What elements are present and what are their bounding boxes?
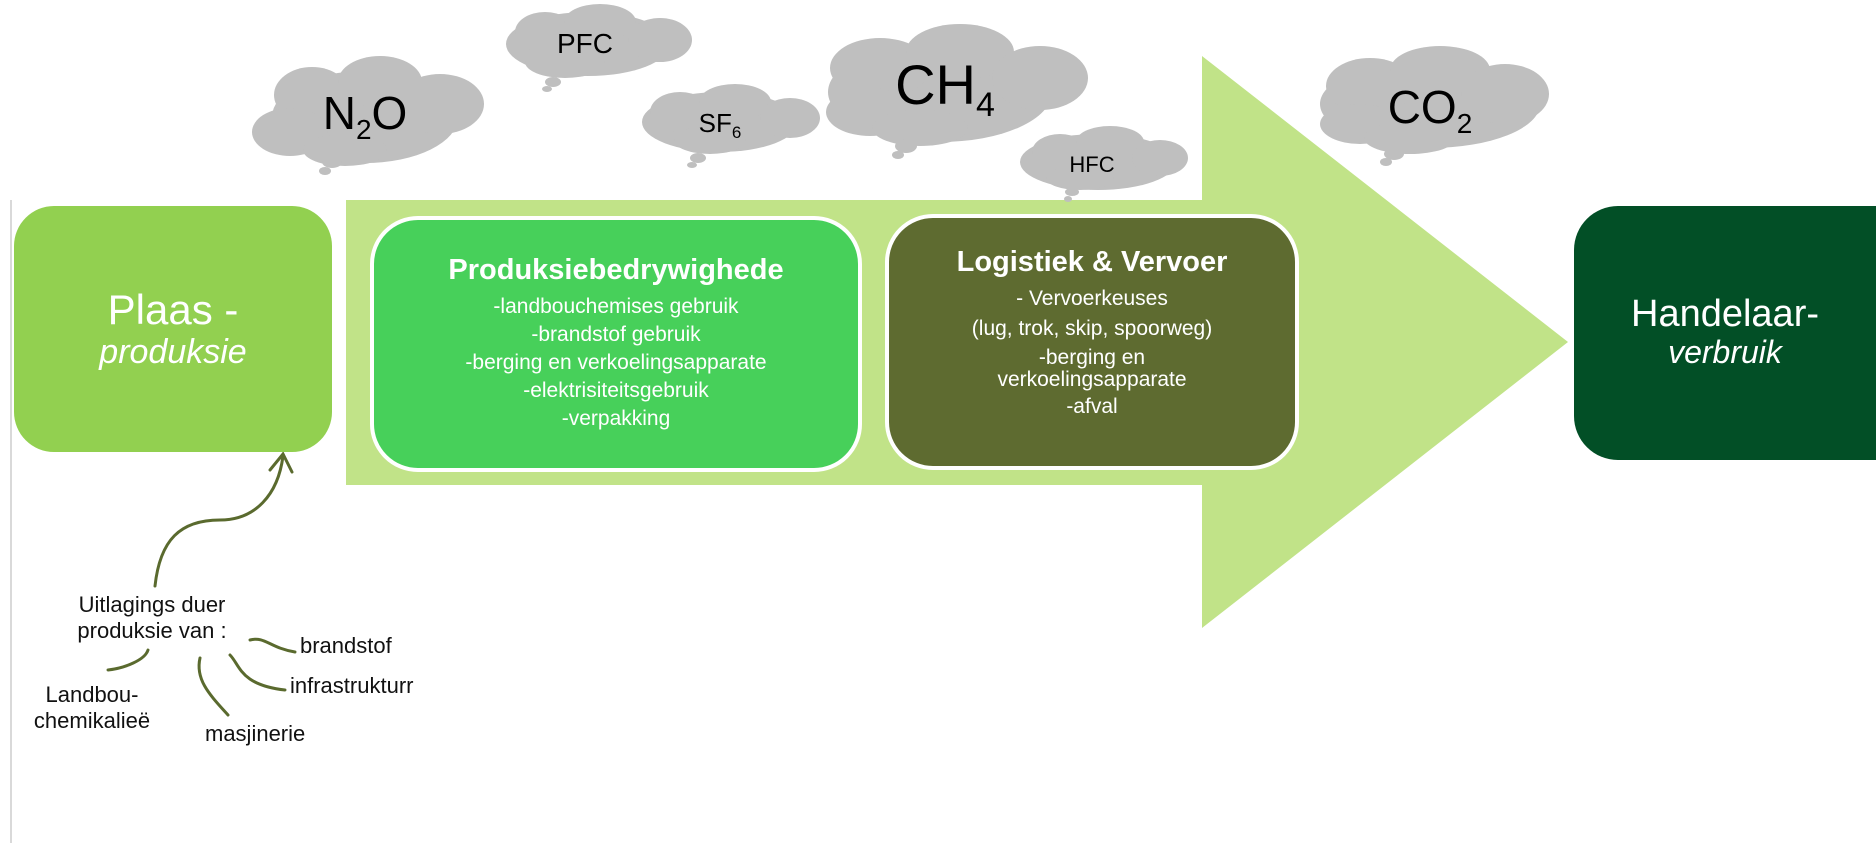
cloud-label-pfc: PFC <box>557 28 613 59</box>
cloud-label-n2o: N2O <box>322 87 408 146</box>
connector-arrowhead <box>268 451 294 474</box>
source-agrochemicals-line2: chemikalieë <box>33 708 151 733</box>
emissions-note-heading: Uitlagings duer produksie van : <box>42 592 262 644</box>
cloud-ch4 <box>826 24 1088 159</box>
production-item: -elektrisiteitsgebruik <box>523 379 709 402</box>
cloud-label-ch4: CH4 <box>895 53 995 125</box>
source-agrochemicals: Landbou- chemikalieë <box>26 682 158 734</box>
cloud-label-sf6: SF6 <box>698 108 742 143</box>
production-activities-box: Produksiebedrywighede -landbouchemises g… <box>370 216 862 472</box>
cloud-co2 <box>1320 46 1549 166</box>
logistics-item: (lug, trok, skip, spoorweg) <box>971 317 1213 340</box>
logistics-items: - Vervoerkeuses (lug, trok, skip, spoorw… <box>889 285 1295 421</box>
retailer-label-line1: Handelaar- <box>1631 293 1819 335</box>
logistics-title: Logistiek & Vervoer <box>956 246 1228 278</box>
emissions-heading-line2: produksie van : <box>77 618 227 643</box>
connector-infrastructure <box>228 653 287 692</box>
cloud-sf6 <box>642 84 820 168</box>
source-infrastructure: infrastrukturr <box>290 673 414 698</box>
logistics-box: Logistiek & Vervoer - Vervoerkeuses (lug… <box>885 214 1299 470</box>
connector-chemicals <box>106 648 150 672</box>
source-fuel: brandstof <box>300 633 392 658</box>
cloud-hfc <box>1020 126 1188 202</box>
retailer-label-line2: verbruik <box>1668 334 1782 370</box>
cloud-label-co2: CO2 <box>1387 81 1473 140</box>
connector-to-farm <box>153 454 285 588</box>
production-item: -landbouchemises gebruik <box>493 295 739 318</box>
logistics-item: -berging en <box>1038 346 1146 369</box>
source-machinery: masjinerie <box>205 721 306 746</box>
logistics-item: verkoelingsapparate <box>997 368 1187 391</box>
production-item: -verpakking <box>561 407 671 430</box>
retailer-consumption-box: Handelaar- verbruik <box>1574 206 1876 460</box>
connector-fuel <box>248 637 297 654</box>
farm-label-line1: Plaas - <box>107 286 239 333</box>
cloud-label-hfc: HFC <box>1069 152 1115 177</box>
cloud-pfc <box>506 4 692 92</box>
production-item: -berging en verkoelingsapparate <box>465 351 767 374</box>
production-title: Produksiebedrywighede <box>448 254 784 286</box>
production-item: -brandstof gebruik <box>531 323 701 346</box>
production-items: -landbouchemises gebruik -brandstof gebr… <box>374 293 858 433</box>
cloud-n2o <box>252 56 484 175</box>
connector-machinery <box>197 656 230 717</box>
farm-label-line2: produksie <box>99 333 247 371</box>
farm-production-box: Plaas - produksie <box>14 206 332 452</box>
emissions-heading-line1: Uitlagings duer <box>78 592 226 617</box>
logistics-item: -afval <box>1066 395 1118 418</box>
source-agrochemicals-line1: Landbou- <box>45 682 139 707</box>
logistics-item: - Vervoerkeuses <box>1016 287 1168 310</box>
